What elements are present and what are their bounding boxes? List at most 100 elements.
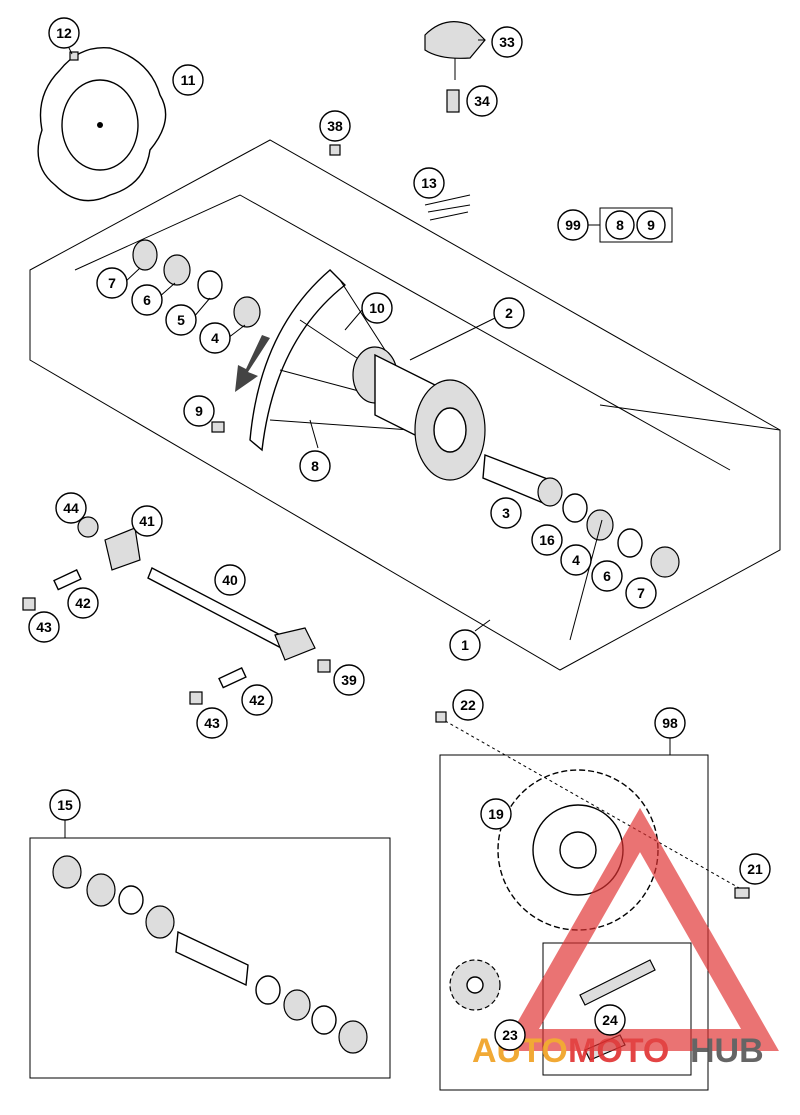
callout-4-left: 4 [199,322,231,354]
svg-text:13: 13 [421,175,437,191]
front-sprocket [449,959,501,1011]
svg-text:44: 44 [63,500,79,516]
callout-5: 5 [165,304,197,336]
watermark: AUTO MOTO HUB [472,807,779,1070]
bearing-kit-box [29,837,391,1079]
bearing-kit-parts [52,855,368,1054]
callout-40: 40 [214,564,246,596]
callout-6-right: 6 [591,560,623,592]
svg-text:42: 42 [75,595,91,611]
callout-21: 21 [739,853,771,885]
sprocket-bolt [734,887,750,899]
disc-bolt [69,51,79,61]
callout-24: 24 [594,1004,626,1036]
inner-guide-line [74,194,731,471]
svg-text:16: 16 [539,532,555,548]
svg-text:4: 4 [211,330,219,346]
svg-text:15: 15 [57,797,73,813]
brake-disc [37,46,167,202]
right-bearing-stack [482,454,680,578]
callout-99-part-9: 9 [636,210,666,240]
callout-42-bottom: 42 [241,684,273,716]
watermark-hub: HUB [690,1032,764,1070]
callout-43-top: 43 [28,611,60,643]
sprocket-nut [435,711,447,723]
callout-44: 44 [55,492,87,524]
callout-12: 12 [48,17,80,49]
special-tool [424,21,486,80]
callout-41: 41 [131,505,163,537]
rotation-arrow [235,335,270,392]
svg-text:2: 2 [505,305,513,321]
callout-16: 16 [531,524,563,556]
callout-7-right: 7 [625,577,657,609]
valve [211,421,225,433]
callout-34: 34 [466,85,498,117]
callout-23: 23 [494,1019,526,1051]
watermark-moto: MOTO [568,1032,669,1070]
svg-text:33: 33 [499,34,515,50]
wheel-assembly-outline [29,139,781,671]
wheel-rim-and-hub [249,269,486,481]
svg-text:9: 9 [195,403,203,419]
callout-42-top: 42 [67,587,99,619]
axle-parts [22,516,331,705]
callout-15: 15 [49,789,81,821]
svg-text:12: 12 [56,25,72,41]
svg-text:41: 41 [139,513,155,529]
callout-39: 39 [333,664,365,696]
svg-text:10: 10 [369,300,385,316]
callout-43-bottom: 43 [196,707,228,739]
svg-text:38: 38 [327,118,343,134]
callout-11: 11 [172,64,204,96]
callout-3: 3 [490,497,522,529]
callout-6-left: 6 [131,284,163,316]
svg-text:6: 6 [603,568,611,584]
callout-19: 19 [480,798,512,830]
svg-text:7: 7 [637,585,645,601]
callout-99-part-8: 8 [605,210,635,240]
callout-33: 33 [491,26,523,58]
svg-text:8: 8 [311,458,319,474]
chain [579,959,656,1006]
svg-text:8: 8 [616,217,624,233]
callout-9: 9 [183,395,215,427]
svg-text:39: 39 [341,672,357,688]
svg-text:22: 22 [460,697,476,713]
spoke-nipple [446,89,460,113]
callout-99: 99 [557,209,589,241]
svg-text:4: 4 [572,552,580,568]
callout-4-right: 4 [560,544,592,576]
svg-text:23: 23 [502,1027,518,1043]
svg-text:43: 43 [204,715,220,731]
rim-tape [424,194,471,221]
svg-text:43: 43 [36,619,52,635]
callout-13: 13 [413,167,445,199]
callout-1: 1 [449,629,481,661]
sprocket-kit-box [439,754,709,1091]
valve-cap [329,144,341,156]
svg-text:19: 19 [488,806,504,822]
callout-8: 8 [299,450,331,482]
svg-text:34: 34 [474,93,490,109]
svg-text:5: 5 [177,312,185,328]
svg-text:21: 21 [747,861,763,877]
svg-text:9: 9 [647,217,655,233]
svg-text:1: 1 [461,637,469,653]
svg-text:40: 40 [222,572,238,588]
callout-2: 2 [493,297,525,329]
callout-7-left: 7 [96,267,128,299]
left-bearing-stack [132,239,261,328]
svg-text:42: 42 [249,692,265,708]
callout-98: 98 [654,707,686,739]
svg-text:99: 99 [565,217,581,233]
svg-text:24: 24 [602,1012,618,1028]
callout-22: 22 [452,689,484,721]
svg-text:7: 7 [108,275,116,291]
svg-text:98: 98 [662,715,678,731]
svg-text:6: 6 [143,292,151,308]
callout-10: 10 [361,292,393,324]
callout-38: 38 [319,110,351,142]
svg-text:11: 11 [181,72,196,88]
